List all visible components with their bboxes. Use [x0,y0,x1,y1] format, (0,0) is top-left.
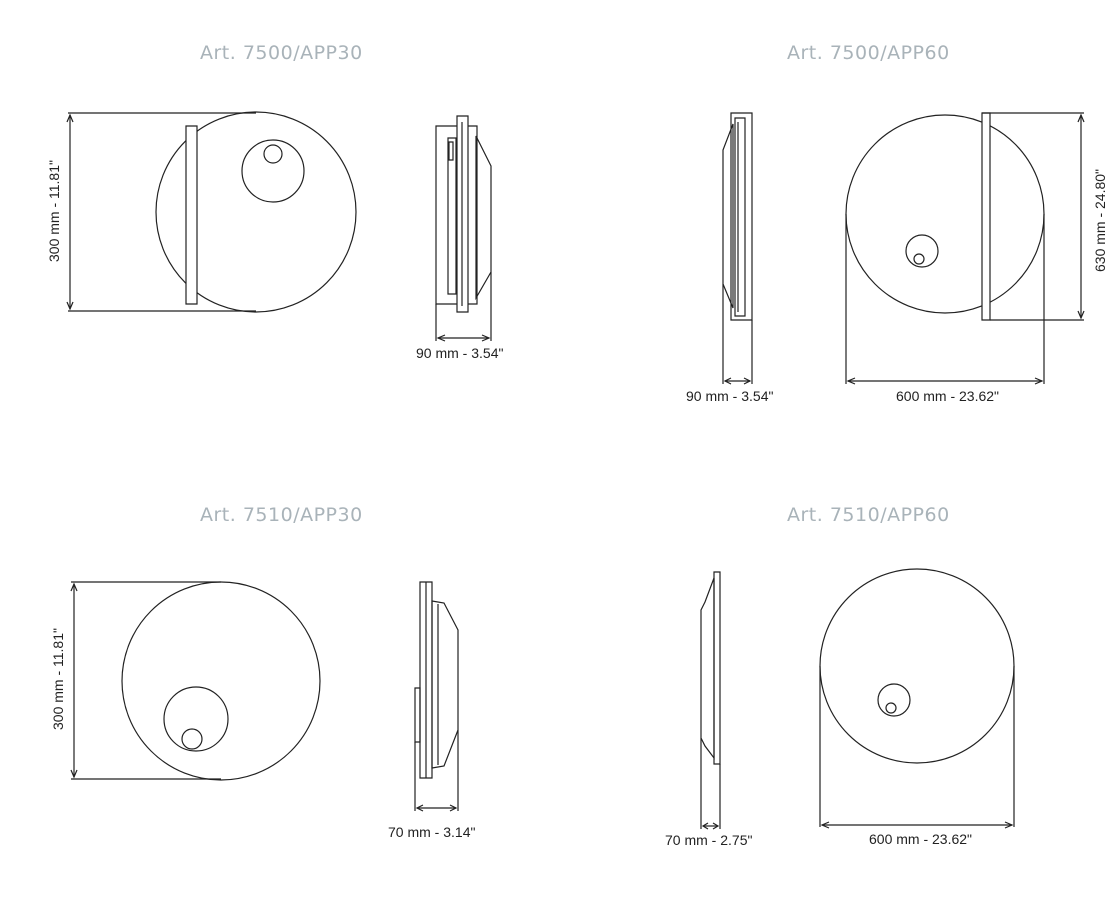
lamp-disc [846,115,1044,313]
arrow [725,378,731,384]
side-view-7510-app60 [701,572,720,829]
diffuser-profile [432,601,458,768]
small-disc [264,145,282,163]
mount-detail [448,138,456,294]
front-view-7500-app30 [67,112,356,312]
front-view-7500-app60 [846,113,1084,384]
front-view-7510-app60 [820,569,1014,828]
wall-bracket [731,113,752,320]
diffuser-profile [701,578,714,758]
inner-disc [242,140,304,202]
width-label-7510-app60: 600 mm - 23.62" [869,831,973,847]
arrow [1035,378,1042,384]
small-disc [886,703,896,713]
small-disc [182,729,202,749]
diffuser-profile [476,136,491,298]
title-7500-app60: Art. 7500/APP60 [787,42,950,64]
wall-plate [982,113,990,320]
arrow [67,115,73,122]
arrow [848,378,855,384]
lamp-disc [122,582,320,780]
small-disc [914,254,924,264]
front-view-7510-app30 [71,582,320,780]
disc-edge [735,118,745,316]
inner-disc [878,684,910,716]
depth-label-7510-app60: 70 mm - 2.75" [665,832,753,848]
lamp-disc [820,569,1014,763]
arrow [744,378,750,384]
title-7500-app30: Art. 7500/APP30 [200,42,363,64]
mount-clip [449,142,453,160]
arrow [1005,822,1012,828]
title-7510-app60: Art. 7510/APP60 [787,504,950,526]
arrow [482,335,489,341]
arrow [1078,311,1084,318]
width-label-7500-app60: 600 mm - 23.62" [896,388,1000,404]
depth-label-7500-app60: 90 mm - 3.54" [686,388,774,404]
side-view-7500-app30 [436,116,491,341]
depth-label-7500-app30: 90 mm - 3.54" [416,345,504,361]
arrow [822,822,829,828]
side-view-7510-app30 [415,582,458,811]
depth-label-7510-app30: 70 mm - 3.14" [388,824,476,840]
arrow [703,823,708,829]
arrow [71,770,77,777]
lamp-disc [156,112,356,312]
inner-disc [906,235,938,267]
arrow [71,584,77,591]
arrow [417,805,423,811]
title-7510-app30: Art. 7510/APP30 [200,504,363,526]
arrow [67,302,73,309]
arrow [1078,115,1084,122]
mount-clip [415,688,420,742]
wall-bracket [714,572,720,764]
side-view-7500-app60 [723,113,752,384]
wall-plate [186,126,197,304]
arrow [713,823,718,829]
arrow [450,805,456,811]
arrow [438,335,445,341]
inner-disc [164,687,228,751]
